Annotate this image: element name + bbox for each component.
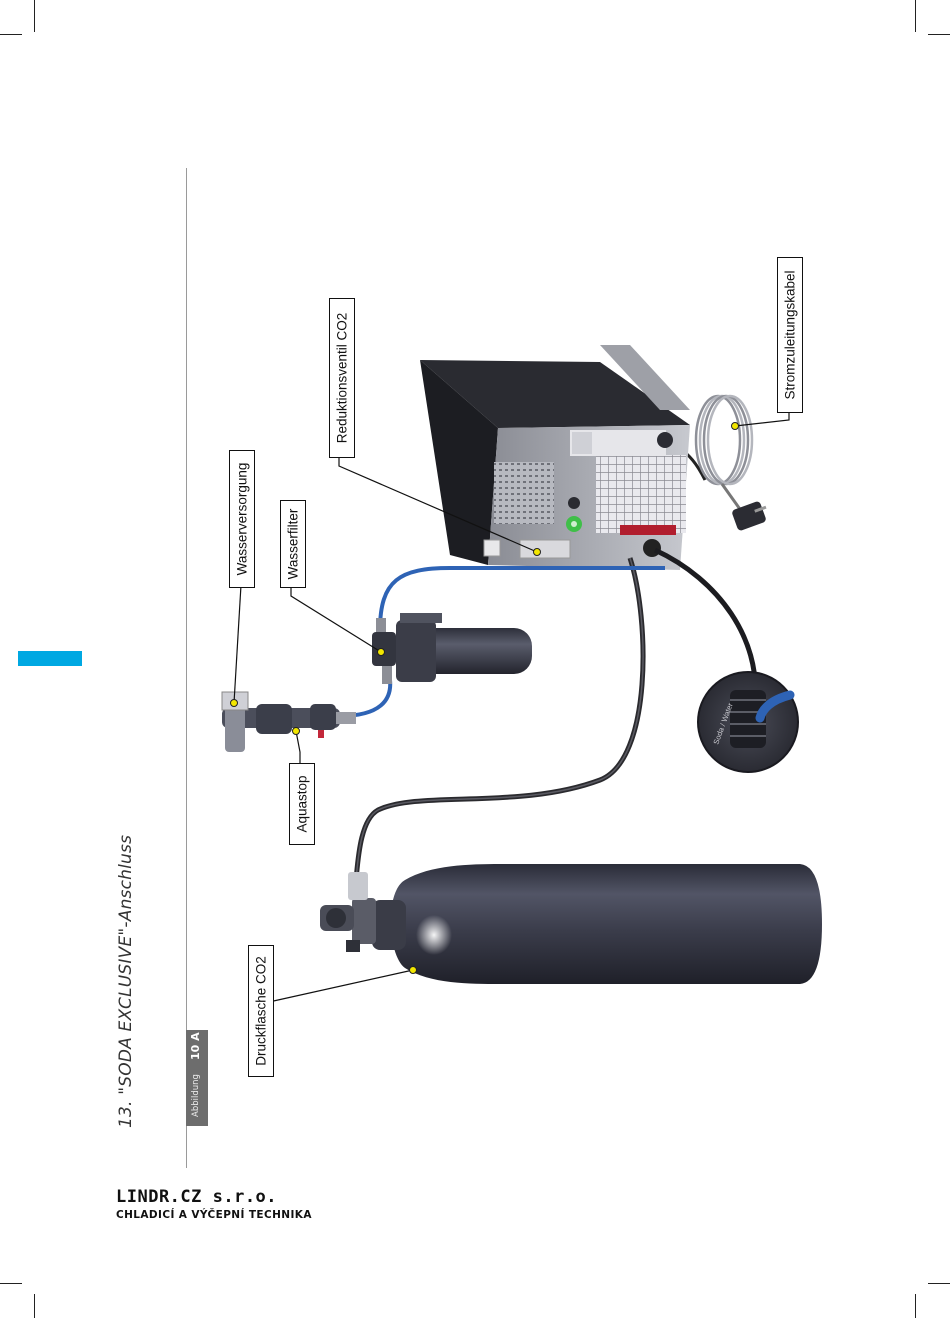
brand-tagline: CHLADICÍ A VÝČEPNÍ TECHNIKA [116, 1209, 312, 1221]
brand-name: LINDR.CZ s.r.o. [116, 1187, 277, 1207]
co2-pressure-bottle [320, 864, 822, 984]
callout-aquastop: Aquastop [289, 763, 315, 845]
callout-stromzuleitungskabel: Stromzuleitungskabel [777, 257, 803, 413]
callout-druckflasche: Druckflasche CO2 [248, 945, 274, 1077]
callout-wasserversorgung: Wasserversorgung [229, 450, 255, 588]
callout-wasserfilter: Wasserfilter [280, 500, 306, 588]
water-hose-from-aquastop [340, 680, 390, 716]
co2-hose [356, 558, 643, 880]
aquastop-valve [222, 692, 356, 752]
callout-reduktionsventil: Reduktionsventil CO2 [329, 298, 355, 458]
power-cable-coil-icon [696, 396, 752, 512]
soda-cooler-unit [420, 345, 690, 570]
soda-water-port [698, 672, 798, 772]
water-filter [372, 613, 532, 684]
